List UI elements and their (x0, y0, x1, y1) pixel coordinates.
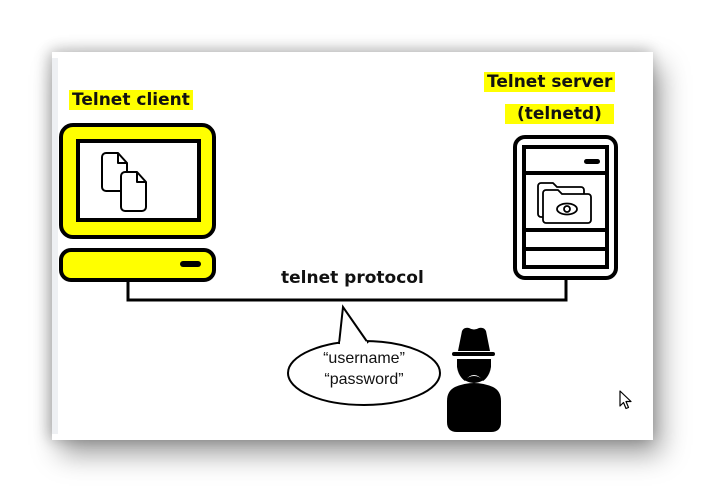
username-text: “username” (323, 350, 405, 367)
documents-icon (101, 152, 147, 212)
network-connection-line (126, 280, 568, 302)
client-label: Telnet client (69, 90, 193, 110)
server-daemon-text: (telnetd) (505, 104, 614, 124)
server-tower-icon (513, 135, 618, 280)
speech-bubble-text: “username” “password” (298, 348, 430, 390)
client-label-text: Telnet client (69, 90, 193, 110)
folder-eye-icon (537, 182, 592, 224)
base-slot (180, 261, 201, 267)
server-slot (584, 159, 600, 164)
server-label-line1: Telnet server (484, 72, 616, 92)
mouse-pointer-icon (619, 390, 632, 410)
server-label-text: Telnet server (484, 72, 616, 92)
server-label-line2: (telnetd) (505, 104, 614, 124)
password-text: “password” (324, 371, 404, 388)
panel-edge (52, 58, 58, 434)
desktop-computer-icon (59, 123, 216, 282)
protocol-label: telnet protocol (281, 268, 424, 288)
computer-base (59, 248, 216, 282)
spy-hacker-icon (447, 327, 501, 432)
speech-bubble (287, 304, 441, 406)
